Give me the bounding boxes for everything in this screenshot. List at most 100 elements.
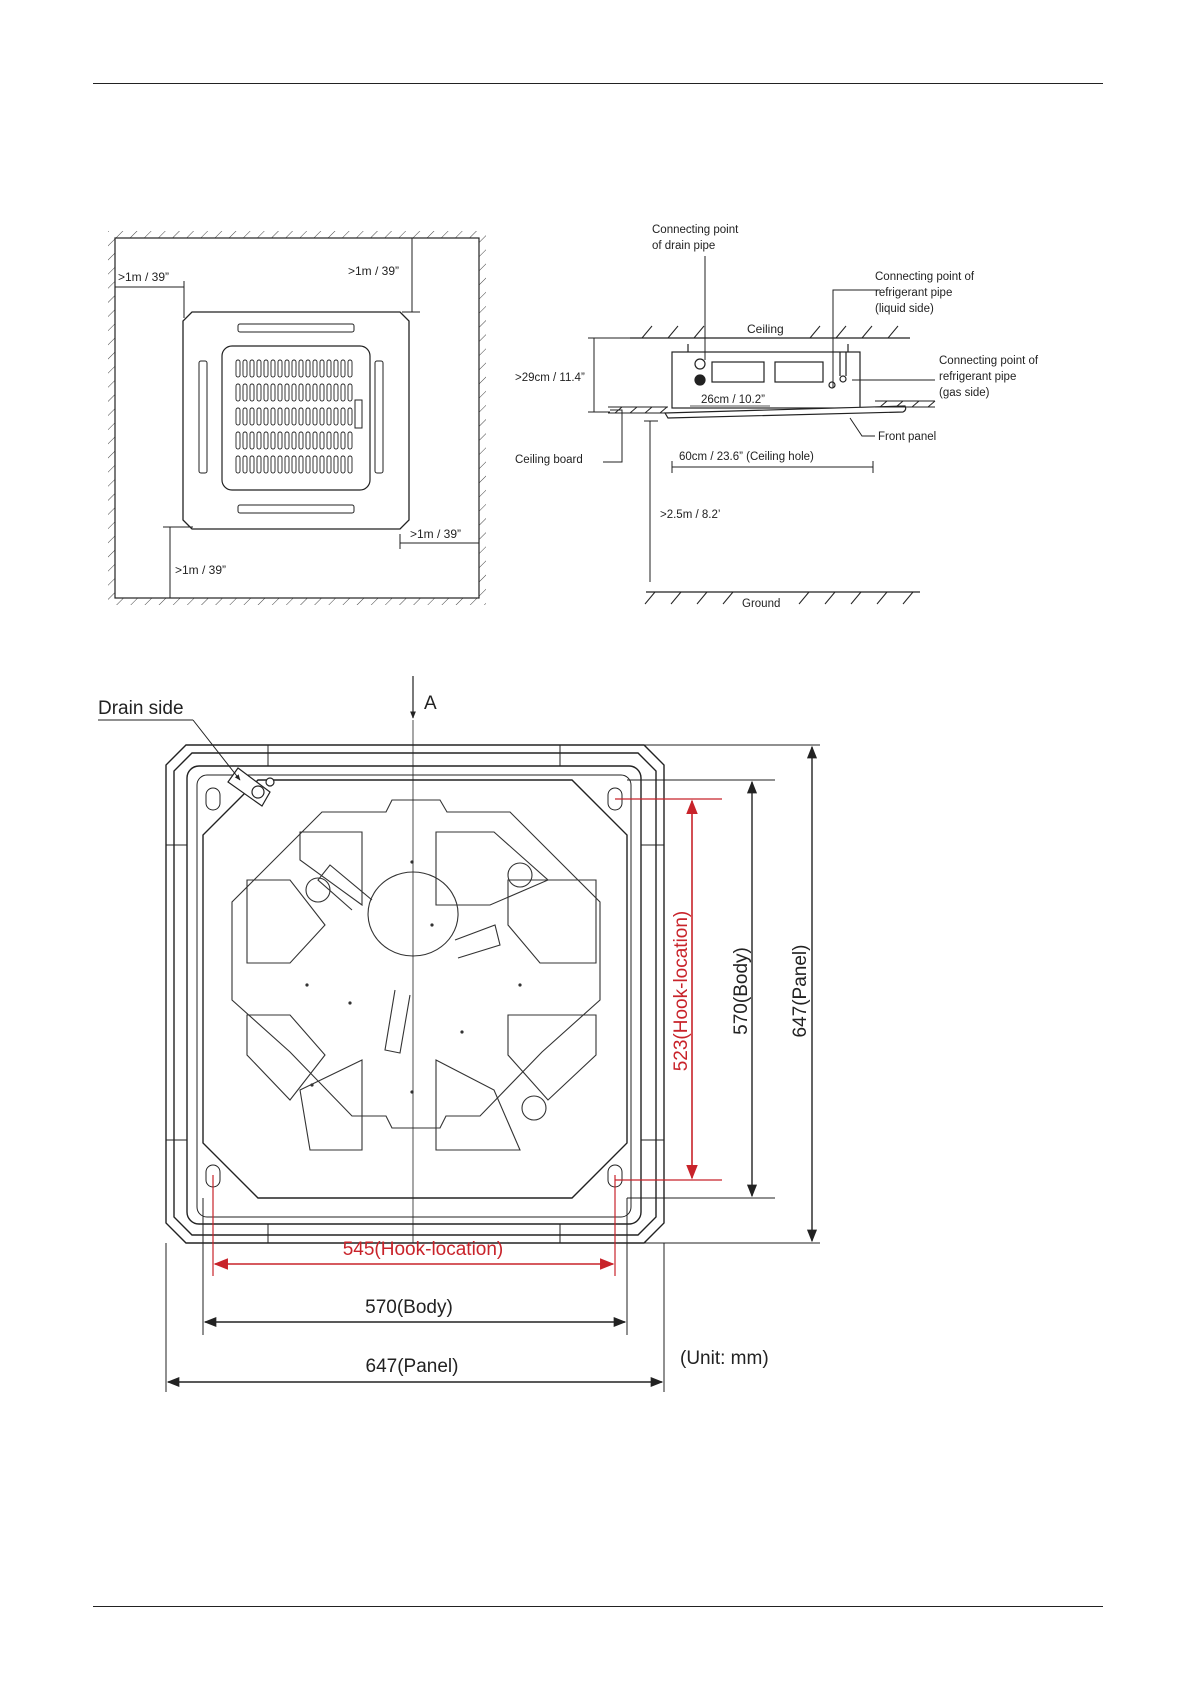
grille-slot — [340, 455, 346, 474]
grille-slot — [312, 455, 318, 474]
grille-slot — [284, 383, 290, 402]
panel-centre-lines — [166, 745, 664, 1243]
front-panel-shape — [663, 405, 907, 419]
ceiling-hole-dimension — [671, 461, 874, 473]
grille-slot — [263, 431, 269, 450]
grille-slot — [256, 431, 262, 450]
top-wall-hatch — [108, 231, 486, 238]
left-clearance-label: >1m / 39” — [118, 270, 169, 284]
ceiling-label: Ceiling — [747, 322, 784, 336]
grille-slot — [319, 431, 325, 450]
indoor-unit-section — [671, 344, 861, 409]
grille-slot — [277, 407, 283, 426]
grille-slot — [242, 407, 248, 426]
extension-lines — [165, 744, 820, 1392]
grille-slot — [242, 359, 248, 378]
grille-slot — [312, 359, 318, 378]
unit-height-label: 26cm / 10.2” — [701, 394, 765, 406]
grille-slot — [263, 455, 269, 474]
grille-slot — [235, 431, 241, 450]
height-above-label: >29cm / 11.4” — [515, 372, 585, 384]
grille-slot — [291, 431, 297, 450]
ceiling-board — [608, 400, 936, 414]
hook-height-label: 523(Hook-location) — [671, 911, 692, 1072]
top-clearance-label: >1m / 39” — [348, 264, 399, 278]
grille-slot — [326, 407, 332, 426]
right-clearance-label: >1m / 39” — [410, 527, 461, 541]
body-outline — [202, 779, 628, 1199]
grille-slot — [256, 383, 262, 402]
grille-slot — [284, 407, 290, 426]
grille-slot — [312, 431, 318, 450]
drain-side-leader — [98, 719, 241, 781]
grille-slot — [284, 455, 290, 474]
panel-outline — [165, 744, 665, 1244]
grille-slot — [291, 455, 297, 474]
grille-slot — [270, 431, 276, 450]
grille-slot — [242, 431, 248, 450]
bottom-clearance-label: >1m / 39” — [175, 563, 226, 577]
grille-slot — [270, 383, 276, 402]
grille-slot — [270, 359, 276, 378]
grille-slot — [270, 455, 276, 474]
grille-slot — [319, 455, 325, 474]
front-panel-label: Front panel — [878, 431, 936, 443]
liquid-point-label: Connecting point of refrigerant pipe (li… — [875, 271, 977, 315]
grille-slot — [333, 431, 339, 450]
room-outline — [114, 237, 480, 599]
grille-slot — [326, 359, 332, 378]
grille-slot — [340, 407, 346, 426]
grille-slot — [326, 431, 332, 450]
grille-slot — [235, 407, 241, 426]
intake-grille — [235, 359, 353, 474]
height-dimensions — [588, 337, 680, 582]
bottom-wall-hatch — [108, 598, 486, 605]
grille-slot — [298, 407, 304, 426]
grille-slot — [249, 359, 255, 378]
grille-slot — [277, 455, 283, 474]
ceiling-hole-label: 60cm / 23.6” (Ceiling hole) — [679, 451, 814, 463]
grille-slot — [347, 455, 353, 474]
grille-slot — [277, 383, 283, 402]
grille-slot — [291, 407, 297, 426]
grille-slot — [340, 431, 346, 450]
base-plate-pattern — [231, 799, 601, 1151]
grille-slot — [298, 431, 304, 450]
grille-slot — [319, 383, 325, 402]
grille-slot — [298, 455, 304, 474]
drain-side-label: Drain side — [98, 698, 184, 719]
grille-slot — [333, 383, 339, 402]
grille-slot — [263, 383, 269, 402]
hook-extension-lines — [212, 798, 722, 1276]
grille-slot — [277, 431, 283, 450]
floor-height-label: >2.5m / 8.2’ — [660, 509, 720, 521]
grille-slot — [249, 431, 255, 450]
hook-width-label: 545(Hook-location) — [343, 1239, 504, 1260]
grille-slot — [235, 455, 241, 474]
right-wall-hatch — [479, 238, 486, 598]
cassette-unit-plan — [182, 311, 410, 530]
grille-slot — [277, 359, 283, 378]
clearance-plan: >1m / 39” >1m / 39” >1m / 39” >1m / 39” — [108, 231, 486, 605]
grille-slot — [249, 407, 255, 426]
grille-slot — [256, 455, 262, 474]
grille-slot — [284, 431, 290, 450]
view-a-label: A — [424, 693, 437, 714]
ceiling-hatch — [641, 325, 899, 339]
grille-slot — [347, 383, 353, 402]
grille-slot — [333, 407, 339, 426]
clearance-dimensions — [115, 238, 479, 598]
grille-slot — [326, 383, 332, 402]
panel-height-label: 647(Panel) — [790, 945, 811, 1038]
grille-slot — [305, 359, 311, 378]
grille-slot — [256, 359, 262, 378]
grille-slot — [235, 359, 241, 378]
grille-slot — [284, 359, 290, 378]
grille-slot — [305, 383, 311, 402]
grille-slot — [298, 383, 304, 402]
left-wall-hatch — [108, 238, 115, 598]
grille-slot — [326, 455, 332, 474]
grille-slot — [242, 383, 248, 402]
grille-slot — [270, 407, 276, 426]
